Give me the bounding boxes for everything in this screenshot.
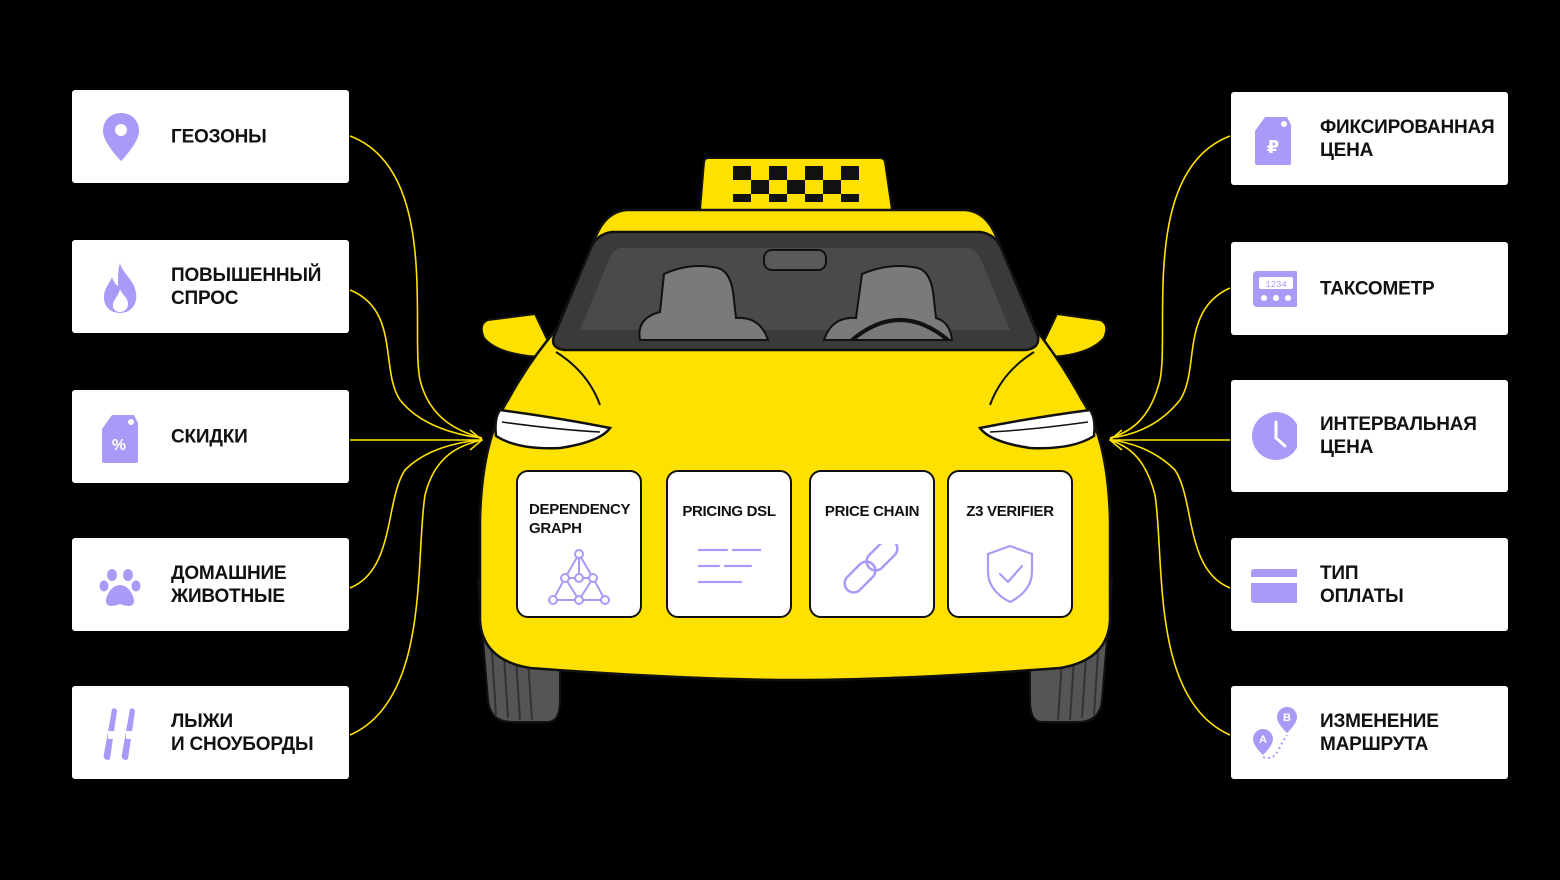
- feature-card-fixed-price: ₽ ФИКСИРОВАННАЯ ЦЕНА: [1231, 92, 1508, 185]
- feature-label: ТИП ОПЛАТЫ: [1320, 562, 1404, 607]
- right-mirror: [1034, 312, 1108, 360]
- taximeter-icon: 1234: [1251, 261, 1297, 317]
- feature-card-pets: ДОМАШНИЕ ЖИВОТНЫЕ: [72, 538, 349, 631]
- panel-z3-verifier: Z3 VERIFIER: [947, 470, 1073, 618]
- feature-label: ПОВЫШЕННЫЙ СПРОС: [171, 264, 322, 309]
- ruble-tag-icon: ₽: [1251, 111, 1297, 167]
- feature-card-discounts: % СКИДКИ: [72, 390, 349, 483]
- graph-icon: [548, 549, 610, 605]
- paw-icon: [98, 557, 144, 613]
- feature-label: ТАКСОМЕТР: [1320, 278, 1435, 299]
- checker-pattern: [733, 166, 859, 202]
- discount-tag-icon: %: [98, 409, 144, 465]
- connector-pets: [349, 439, 483, 589]
- right-headlight: [977, 408, 1096, 450]
- panel-pricing-dsl: PRICING DSL: [666, 470, 792, 618]
- rearview-mirror: [763, 249, 827, 271]
- feature-card-taximeter: 1234 ТАКСОМЕТР: [1231, 242, 1508, 335]
- feature-label: ФИКСИРОВАННАЯ ЦЕНА: [1320, 116, 1495, 161]
- connector-fixed-price: [1109, 135, 1231, 439]
- connector-route: [1109, 439, 1231, 736]
- feature-card-skis: ЛЫЖИ И СНОУБОРДЫ: [72, 686, 349, 779]
- code-lines-icon: [697, 548, 761, 584]
- feature-label: СКИДКИ: [171, 426, 248, 447]
- svg-text:B: B: [1283, 712, 1291, 724]
- chain-link-icon: [843, 544, 899, 594]
- feature-label: ДОМАШНИЕ ЖИВОТНЫЕ: [171, 562, 287, 607]
- credit-card-icon: [1251, 557, 1297, 613]
- feature-card-interval-price: ИНТЕРВАЛЬНАЯ ЦЕНА: [1231, 380, 1508, 492]
- feature-label: ЛЫЖИ И СНОУБОРДЫ: [171, 710, 314, 755]
- connector-demand: [349, 289, 483, 439]
- connector-payment: [1109, 439, 1231, 589]
- clock-icon: [1251, 408, 1297, 464]
- panel-price-chain: PRICE CHAIN: [809, 470, 935, 618]
- svg-text:1234: 1234: [1265, 280, 1287, 290]
- skis-icon: [98, 705, 144, 761]
- left-mirror: [480, 312, 558, 360]
- fire-icon: [98, 259, 144, 315]
- panel-dependency-graph: DEPENDENCY GRAPH: [516, 470, 642, 618]
- panel-label: PRICE CHAIN: [824, 503, 920, 520]
- feature-label: ИЗМЕНЕНИЕ МАРШРУТА: [1320, 710, 1439, 755]
- feature-label: ИНТЕРВАЛЬНАЯ ЦЕНА: [1320, 414, 1477, 458]
- panel-label: Z3 VERIFIER: [966, 503, 1054, 520]
- map-pin-icon: [98, 109, 144, 165]
- steering-wheel: [850, 318, 950, 342]
- connector-taximeter: [1109, 287, 1231, 439]
- svg-text:%: %: [112, 437, 126, 454]
- svg-text:₽: ₽: [1267, 137, 1280, 158]
- panel-label: PRICING DSL: [682, 503, 776, 520]
- panel-label: DEPENDENCY GRAPH: [529, 501, 631, 537]
- left-headlight: [494, 408, 613, 450]
- left-seat: [638, 265, 770, 341]
- shield-check-icon: [986, 544, 1034, 604]
- connector-geozones: [349, 135, 483, 439]
- feature-card-surge-demand: ПОВЫШЕННЫЙ СПРОС: [72, 240, 349, 333]
- connector-skis: [349, 439, 483, 736]
- feature-card-geozones: ГЕОЗОНЫ: [72, 90, 349, 183]
- feature-card-payment-type: ТИП ОПЛАТЫ: [1231, 538, 1508, 631]
- feature-label: ГЕОЗОНЫ: [171, 126, 267, 147]
- svg-text:A: A: [1259, 734, 1267, 746]
